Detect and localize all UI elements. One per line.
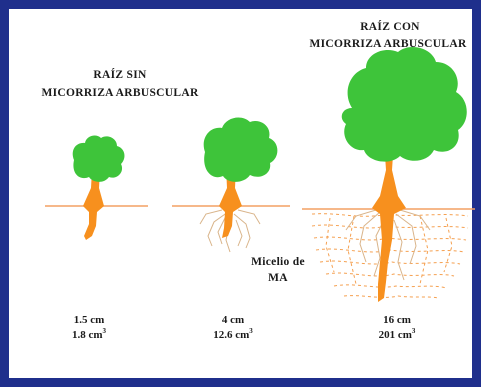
length-small: 1.5 cm xyxy=(73,314,105,326)
foliage-small xyxy=(72,135,125,182)
volume-medium: 12.6 cm3 xyxy=(213,327,253,342)
length-medium: 4 cm xyxy=(221,314,245,326)
measure-large: 16 cm 201 cm3 xyxy=(352,313,442,343)
left-title-line-1: RAÍZ SIN xyxy=(93,69,147,81)
trunk-medium xyxy=(219,166,242,238)
volume-large: 201 cm3 xyxy=(378,327,416,342)
tree-small xyxy=(72,135,125,240)
trunk-small xyxy=(83,170,104,240)
volume-small: 1.8 cm3 xyxy=(71,327,107,342)
mycelium-label-line-2: MA xyxy=(268,272,288,284)
measure-small: 1.5 cm 1.8 cm3 xyxy=(44,313,134,343)
mycelium-label-line-1: Micelio de xyxy=(251,256,305,268)
length-large: 16 cm xyxy=(383,314,411,326)
trunk-large xyxy=(372,140,406,302)
left-title-line-2: MICORRIZA ARBUSCULAR xyxy=(41,87,199,99)
foliage-large xyxy=(341,47,467,162)
right-title-line-1: RAÍZ CON xyxy=(360,21,420,33)
measure-medium: 4 cm 12.6 cm3 xyxy=(188,313,278,343)
fine-roots-medium xyxy=(199,209,261,253)
fine-roots-large xyxy=(345,209,431,281)
right-title-line-2: MICORRIZA ARBUSCULAR xyxy=(309,38,467,50)
tree-large xyxy=(311,47,469,302)
foliage-medium xyxy=(203,117,278,182)
tree-medium xyxy=(199,117,278,253)
